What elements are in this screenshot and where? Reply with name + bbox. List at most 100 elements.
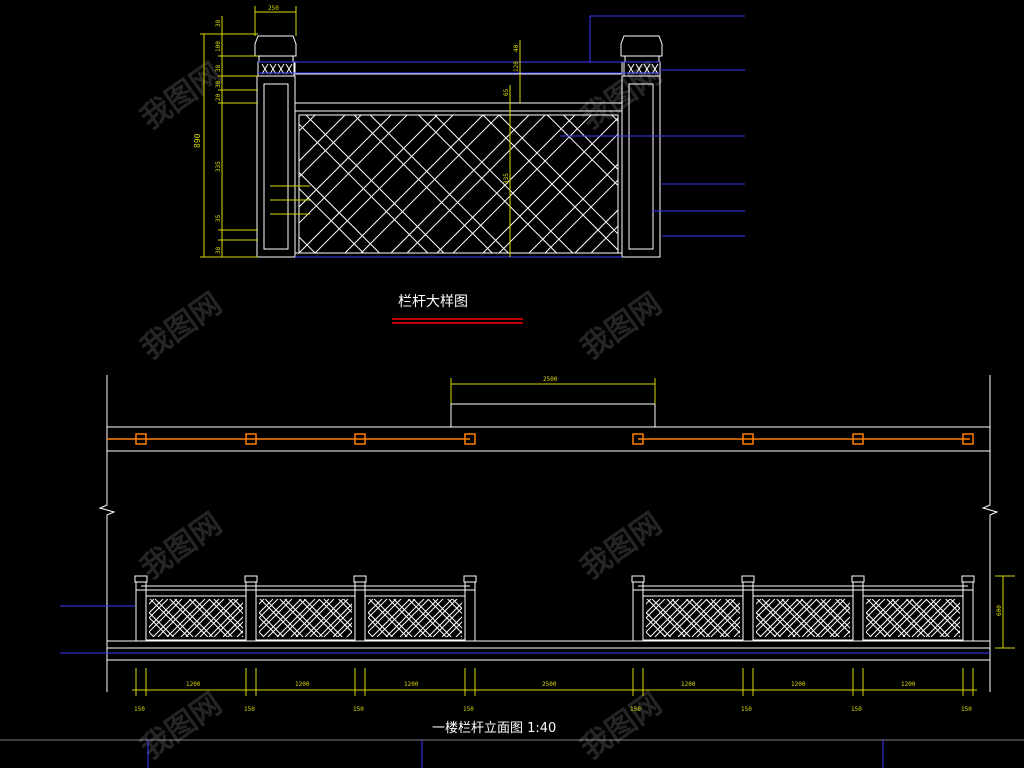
lattice-bar — [295, 599, 335, 637]
lattice-bar — [432, 599, 462, 629]
lattice-bar — [376, 599, 416, 637]
lattice-bar — [498, 115, 618, 235]
dim-label: 38 — [215, 246, 222, 254]
lattice-bar — [944, 621, 960, 637]
lattice-bar — [866, 616, 886, 637]
lattice-bar — [973, 599, 1011, 637]
lattice-bar — [299, 599, 338, 637]
section-line — [107, 433, 974, 445]
elevation-post-cap — [134, 575, 148, 583]
lattice-bar — [447, 599, 462, 615]
lattice-bar — [208, 599, 243, 634]
lattice-bar — [815, 599, 850, 634]
lattice-bar — [299, 115, 438, 253]
lattice-bar — [965, 599, 1003, 637]
dim-label: 100 — [215, 41, 222, 52]
lattice-bar — [368, 599, 408, 637]
post-dimension-labels: 150 150 150 150 150 150 150 150 — [134, 706, 972, 713]
lattice-bar — [871, 599, 911, 637]
lattice-bar — [149, 616, 169, 637]
lattice-bar — [259, 616, 279, 637]
lattice-bar — [371, 599, 411, 637]
elevation-post — [464, 589, 476, 642]
lattice-bar — [366, 599, 404, 637]
lattice-bar — [452, 115, 592, 253]
lattice-bar — [267, 599, 307, 637]
lattice-bar — [157, 599, 197, 637]
lattice-bar — [149, 611, 174, 637]
elevation-lattice — [259, 599, 404, 637]
watermark: 我图网 — [575, 286, 669, 366]
lattice-bar — [910, 599, 950, 637]
lattice-bar — [489, 599, 527, 637]
lattice-bar — [719, 616, 740, 637]
raised-block — [450, 403, 656, 428]
lattice-bar — [149, 599, 155, 605]
lattice-bar — [338, 599, 352, 614]
lattice-bar — [646, 599, 652, 605]
elevation-post — [354, 589, 366, 642]
lattice-bar — [390, 599, 430, 637]
lattice-bar — [724, 621, 740, 637]
post-dim-label: 150 — [851, 706, 862, 713]
elevation-lattice — [756, 599, 850, 637]
break-line-right — [981, 375, 999, 692]
elevation-panel — [862, 595, 964, 641]
span-dim-label: 1200 — [791, 681, 806, 688]
post-dim-label: 150 — [630, 706, 641, 713]
lattice-bar — [360, 115, 500, 253]
lattice-bar — [323, 599, 352, 628]
span-dim-label: 2500 — [542, 681, 557, 688]
detail-title: 栏杆大样图 — [398, 294, 468, 310]
elevation-lattice — [149, 599, 243, 637]
lattice-bar — [213, 599, 243, 629]
lattice-bar — [299, 115, 408, 224]
lattice-bar — [982, 599, 1020, 637]
lattice-bar — [820, 599, 850, 629]
dim-label: 38 — [215, 64, 222, 72]
lattice-bar — [299, 115, 300, 116]
watermark: 我图网 — [575, 506, 669, 586]
lattice-bar — [299, 123, 429, 253]
dim-label: 35 — [215, 214, 222, 222]
post-dim-label: 150 — [134, 706, 145, 713]
lattice-bar — [834, 621, 850, 637]
lattice-bar — [776, 599, 816, 637]
post-dim-label: 150 — [463, 706, 474, 713]
lattice-bar — [264, 599, 304, 637]
section-post — [354, 433, 366, 445]
lattice-bar — [368, 616, 388, 637]
panel-frame-top — [294, 102, 623, 112]
lattice-bar — [166, 599, 206, 637]
lattice-bar — [710, 599, 740, 629]
lattice-bar — [646, 636, 647, 637]
elevation-lattice — [646, 599, 740, 637]
lattice-bar — [761, 599, 801, 637]
lattice-bar — [149, 636, 150, 637]
watermark: 我图网 — [575, 686, 669, 766]
lattice-bar — [299, 115, 362, 178]
elevation-lattice — [866, 599, 1020, 637]
lattice-bar — [299, 171, 380, 253]
lattice-bar — [460, 635, 462, 637]
lattice-bar — [233, 599, 243, 610]
span-dim-label: 1200 — [186, 681, 201, 688]
lattice-bar — [544, 179, 618, 253]
detail-lattice — [299, 115, 618, 253]
lattice-bar — [891, 599, 931, 637]
height-dimension — [995, 575, 1015, 649]
lattice-bar — [171, 599, 211, 637]
lattice-bar — [883, 599, 923, 637]
section-post — [135, 433, 147, 445]
lattice-bar — [866, 599, 906, 637]
lattice-bar — [299, 115, 346, 162]
elevation-post-cap — [741, 575, 755, 583]
lattice-bar — [939, 616, 960, 637]
elevation-post-cap — [353, 575, 367, 583]
opening-dim-label: 2500 — [543, 376, 558, 383]
lattice-bar — [284, 599, 324, 637]
lattice-bar — [259, 599, 299, 637]
lattice-bar — [154, 599, 194, 637]
lattice-bar — [651, 599, 691, 637]
lattice-bar — [299, 115, 392, 208]
